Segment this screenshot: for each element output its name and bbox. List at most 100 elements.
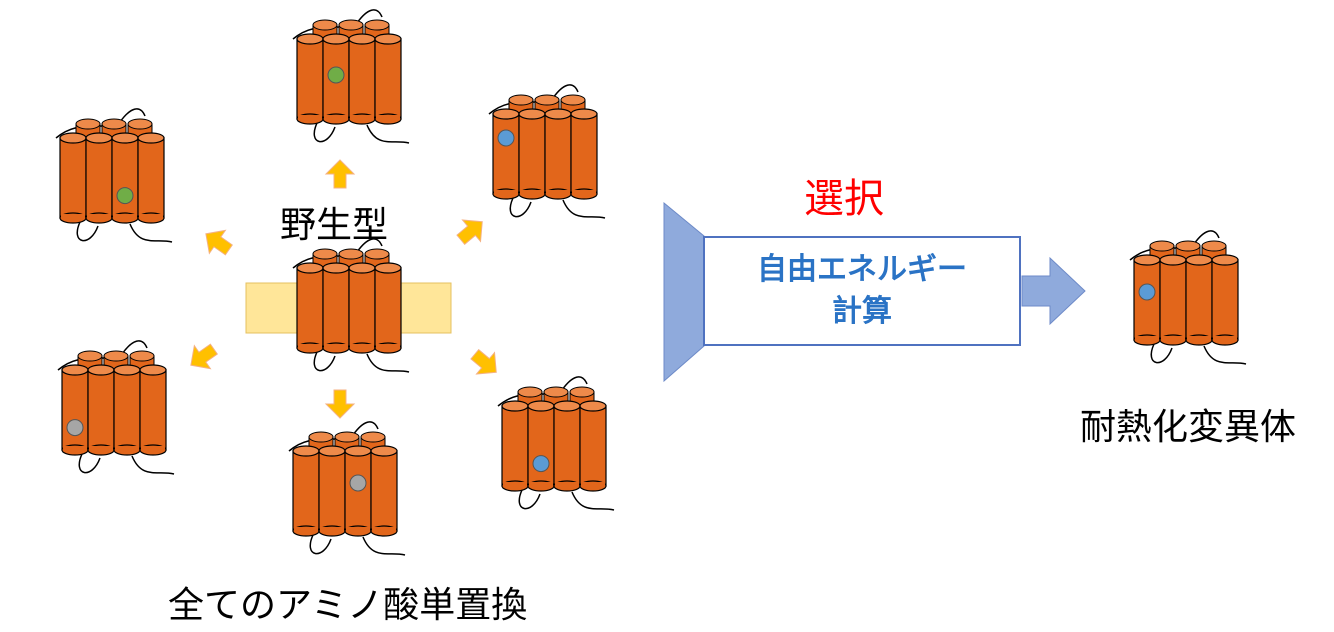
helix-top: [87, 364, 115, 376]
protein-top: [292, 9, 410, 144]
protein-upper-left: [55, 108, 173, 243]
helix-back-top: [364, 248, 390, 260]
helix-top: [139, 364, 167, 376]
loop-line: [76, 221, 173, 243]
helix-back-top: [517, 386, 543, 398]
helix-fill: [546, 190, 570, 195]
helix: [296, 267, 324, 349]
expansion-arrow: [324, 159, 356, 189]
helix-top: [348, 262, 376, 274]
helix-top: [322, 33, 350, 45]
arrow-shape: [190, 343, 218, 370]
helix-back-top: [334, 431, 360, 443]
helix-fill: [372, 527, 396, 532]
helix-fill: [298, 115, 322, 120]
helix-top: [553, 400, 581, 412]
arrow-shape: [456, 219, 483, 246]
loop-line: [313, 122, 410, 144]
helix: [85, 137, 113, 219]
helix: [59, 137, 87, 219]
calc-label-line2: 計算: [832, 294, 892, 329]
helix-top: [137, 132, 165, 144]
helix-back-top: [1175, 240, 1201, 252]
all-substitutions-label: 全てのアミノ酸単置換: [168, 585, 528, 626]
helix-back-top: [534, 94, 560, 106]
protein-lower-left: [57, 340, 175, 475]
helix-fill: [503, 482, 527, 487]
helix-fill: [141, 446, 165, 451]
output-arrow: [1021, 256, 1086, 326]
helix: [61, 369, 89, 451]
helix-fill: [139, 214, 163, 219]
expansion-arrow: [456, 219, 483, 246]
helix-back-top: [103, 350, 129, 362]
helix: [113, 369, 141, 451]
protein-bottom: [288, 421, 406, 556]
helix-fill: [324, 344, 348, 349]
helix-top: [113, 364, 141, 376]
helix-top: [579, 400, 607, 412]
helix: [1211, 259, 1239, 341]
helix: [374, 267, 402, 349]
helix-back-top: [569, 386, 595, 398]
helix-back-top: [560, 94, 586, 106]
free-energy-calculation-box: 自由エネルギー 計算: [703, 236, 1021, 346]
helix-fill: [113, 214, 137, 219]
helix: [370, 450, 398, 532]
helix-back-top: [338, 19, 364, 31]
helix: [518, 113, 546, 195]
selection-label: 選択: [804, 176, 884, 222]
helix-back-top: [75, 118, 101, 130]
helix-back-top: [129, 350, 155, 362]
helix: [570, 113, 598, 195]
helix-top: [348, 33, 376, 45]
helix-top: [374, 262, 402, 274]
helix-back-top: [1201, 240, 1227, 252]
helix-fill: [324, 115, 348, 120]
helix: [553, 405, 581, 487]
expansion-arrow: [205, 229, 233, 256]
arrow-shape: [470, 348, 497, 375]
mutation-site-dot: [1138, 283, 1156, 301]
mutation-site-dot: [327, 66, 345, 84]
helix: [527, 405, 555, 487]
helix-top: [492, 108, 520, 120]
helix-fill: [1187, 336, 1211, 341]
helix: [318, 450, 346, 532]
protein-upper-right: [488, 84, 606, 219]
mutation-site-dot: [532, 455, 550, 473]
mutation-site-dot: [66, 419, 84, 437]
thermostable-mutant-label: 耐熱化変異体: [1080, 407, 1297, 448]
helix-top: [370, 445, 398, 457]
helix: [87, 369, 115, 451]
mutation-site-dot: [116, 187, 134, 205]
protein-center-wild-type: [292, 238, 410, 373]
helix: [322, 267, 350, 349]
helix-back-top: [77, 350, 103, 362]
helix: [111, 137, 139, 219]
helix-back-top: [308, 431, 334, 443]
wild-type-label: 野生型: [280, 205, 389, 246]
loop-line: [313, 351, 410, 373]
helix-top: [527, 400, 555, 412]
helix-top: [344, 445, 372, 457]
helix-fill: [63, 446, 87, 451]
helix-top: [501, 400, 529, 412]
helix-fill: [294, 527, 318, 532]
helix: [544, 113, 572, 195]
loop-line: [1150, 343, 1247, 365]
helix-fill: [1161, 336, 1185, 341]
arrow-shape: [324, 389, 356, 419]
helix-fill: [346, 527, 370, 532]
helix-top: [85, 132, 113, 144]
protein-group: [55, 9, 1247, 556]
mutation-site-dot: [497, 129, 515, 147]
helix-fill: [376, 115, 400, 120]
helix-fill: [87, 214, 111, 219]
protein-result: [1129, 230, 1247, 365]
arrow-shape: [324, 159, 356, 189]
helix-top: [322, 262, 350, 274]
helix: [1185, 259, 1213, 341]
expansion-arrow: [324, 389, 356, 419]
